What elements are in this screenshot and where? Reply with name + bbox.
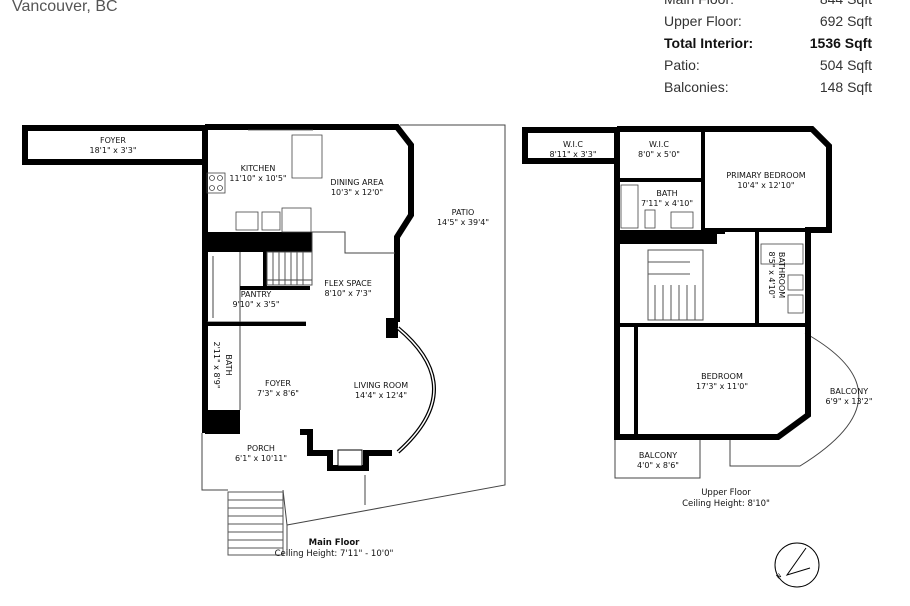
room-name: W.I.C	[563, 140, 583, 149]
room-name: FLEX SPACE	[324, 279, 372, 288]
area-value: 148 Sqft	[819, 79, 872, 95]
main-exterior-wall	[205, 124, 414, 322]
area-label: Patio:	[664, 57, 700, 73]
patio-outline	[286, 124, 506, 526]
area-row-upper: Upper Floor: 692 Sqft	[664, 10, 872, 32]
room-name: FOYER	[100, 136, 126, 145]
foyer-strip-walls	[22, 125, 208, 165]
room-dims: 6'1" x 10'11"	[235, 454, 287, 463]
room-dims: 4'0" x 8'6"	[637, 461, 679, 470]
ceiling-height: Ceiling Height: 7'11" - 10'0"	[275, 549, 394, 559]
room-name: BALCONY	[639, 451, 677, 460]
room-name: PANTRY	[241, 290, 272, 299]
fireplace	[337, 449, 363, 467]
area-label: Main Floor:	[664, 0, 734, 10]
north-arrow-compass-icon: N	[774, 542, 820, 588]
room-name: KITCHEN	[241, 164, 276, 173]
ceiling-height: Ceiling Height: 8'10"	[682, 499, 770, 509]
area-label: Upper Floor:	[664, 13, 742, 29]
interior-stairs	[266, 251, 313, 286]
room-name: BATH	[656, 189, 677, 198]
room-dims: 8'0" x 5'0"	[638, 150, 680, 159]
area-label: Total Interior:	[664, 35, 754, 51]
area-summary: Main Floor: 844 Sqft Upper Floor: 692 Sqft…	[664, 0, 872, 98]
location-title: Vancouver, BC	[12, 0, 118, 15]
room-name: BATH	[224, 354, 233, 375]
room-name: W.I.C	[649, 140, 669, 149]
area-row-balconies: Balconies: 148 Sqft	[664, 76, 872, 98]
area-value: 1536 Sqft	[809, 35, 872, 51]
area-row-patio: Patio: 504 Sqft	[664, 54, 872, 76]
room-dims: 7'11" x 4'10"	[641, 199, 693, 208]
room-dims: 18'1" x 3'3"	[89, 146, 136, 155]
room-name: PRIMARY BEDROOM	[726, 171, 805, 180]
porch-outline	[201, 433, 366, 555]
room-dims: 9'10" x 3'5"	[232, 300, 279, 309]
room-name: BATHROOM	[777, 252, 786, 298]
wall-block	[617, 232, 717, 244]
main-floor-plan: FOYER 18'1" x 3'3" KITCHEN 11'10" x 10'5…	[22, 124, 506, 559]
kitchen-range	[206, 129, 323, 233]
room-name: BALCONY	[830, 387, 868, 396]
area-value: 844 Sqft	[820, 0, 872, 10]
room-dims: 7'3" x 8'6"	[257, 389, 299, 398]
floor-title: Main Floor	[309, 538, 361, 548]
upper-stairs	[647, 249, 704, 321]
porch-stairs	[227, 491, 284, 556]
room-dims: 14'5" x 39'4"	[437, 218, 489, 227]
area-value: 504 Sqft	[819, 57, 872, 73]
room-name: LIVING ROOM	[354, 381, 409, 390]
main-bottom-wall	[300, 429, 392, 471]
room-dims: 11'10" x 10'5"	[229, 174, 286, 183]
room-dims: 8'5" x 4'10"	[767, 251, 776, 298]
wic-strip-walls	[522, 127, 620, 164]
room-dims: 8'10" x 7'3"	[324, 289, 371, 298]
room-dims: 10'3" x 12'0"	[331, 188, 383, 197]
interior-walls	[207, 252, 310, 326]
area-row-total: Total Interior: 1536 Sqft	[664, 32, 872, 54]
area-label: Balconies:	[664, 79, 729, 95]
room-dims: 17'3" x 11'0"	[696, 382, 748, 391]
bath-fixtures	[620, 184, 804, 314]
room-dims: 8'11" x 3'3"	[549, 150, 596, 159]
room-name: FOYER	[265, 379, 291, 388]
room-dims: 2'11" x 8'9"	[212, 341, 221, 388]
area-value: 692 Sqft	[819, 13, 872, 29]
room-dims: 14'4" x 12'4"	[355, 391, 407, 400]
room-name: DINING AREA	[330, 178, 384, 187]
room-name: PORCH	[247, 444, 275, 453]
floor-title: Upper Floor	[701, 488, 751, 498]
wall-block	[386, 318, 398, 338]
compass-north-label: N	[775, 572, 783, 580]
room-name: BEDROOM	[701, 372, 743, 381]
room-dims: 10'4" x 12'10"	[737, 181, 794, 190]
area-row-main: Main Floor: 844 Sqft	[664, 0, 872, 10]
upper-floor-plan: W.I.C 8'11" x 3'3" W.I.C 8'0" x 5'0" PRI…	[522, 126, 873, 509]
room-dims: 6'9" x 13'2"	[825, 397, 872, 406]
balcony-outline	[729, 332, 860, 467]
bay-window-glass	[397, 327, 435, 453]
wall-block	[207, 232, 312, 252]
wall-block	[205, 410, 240, 434]
room-name: PATIO	[452, 208, 475, 217]
